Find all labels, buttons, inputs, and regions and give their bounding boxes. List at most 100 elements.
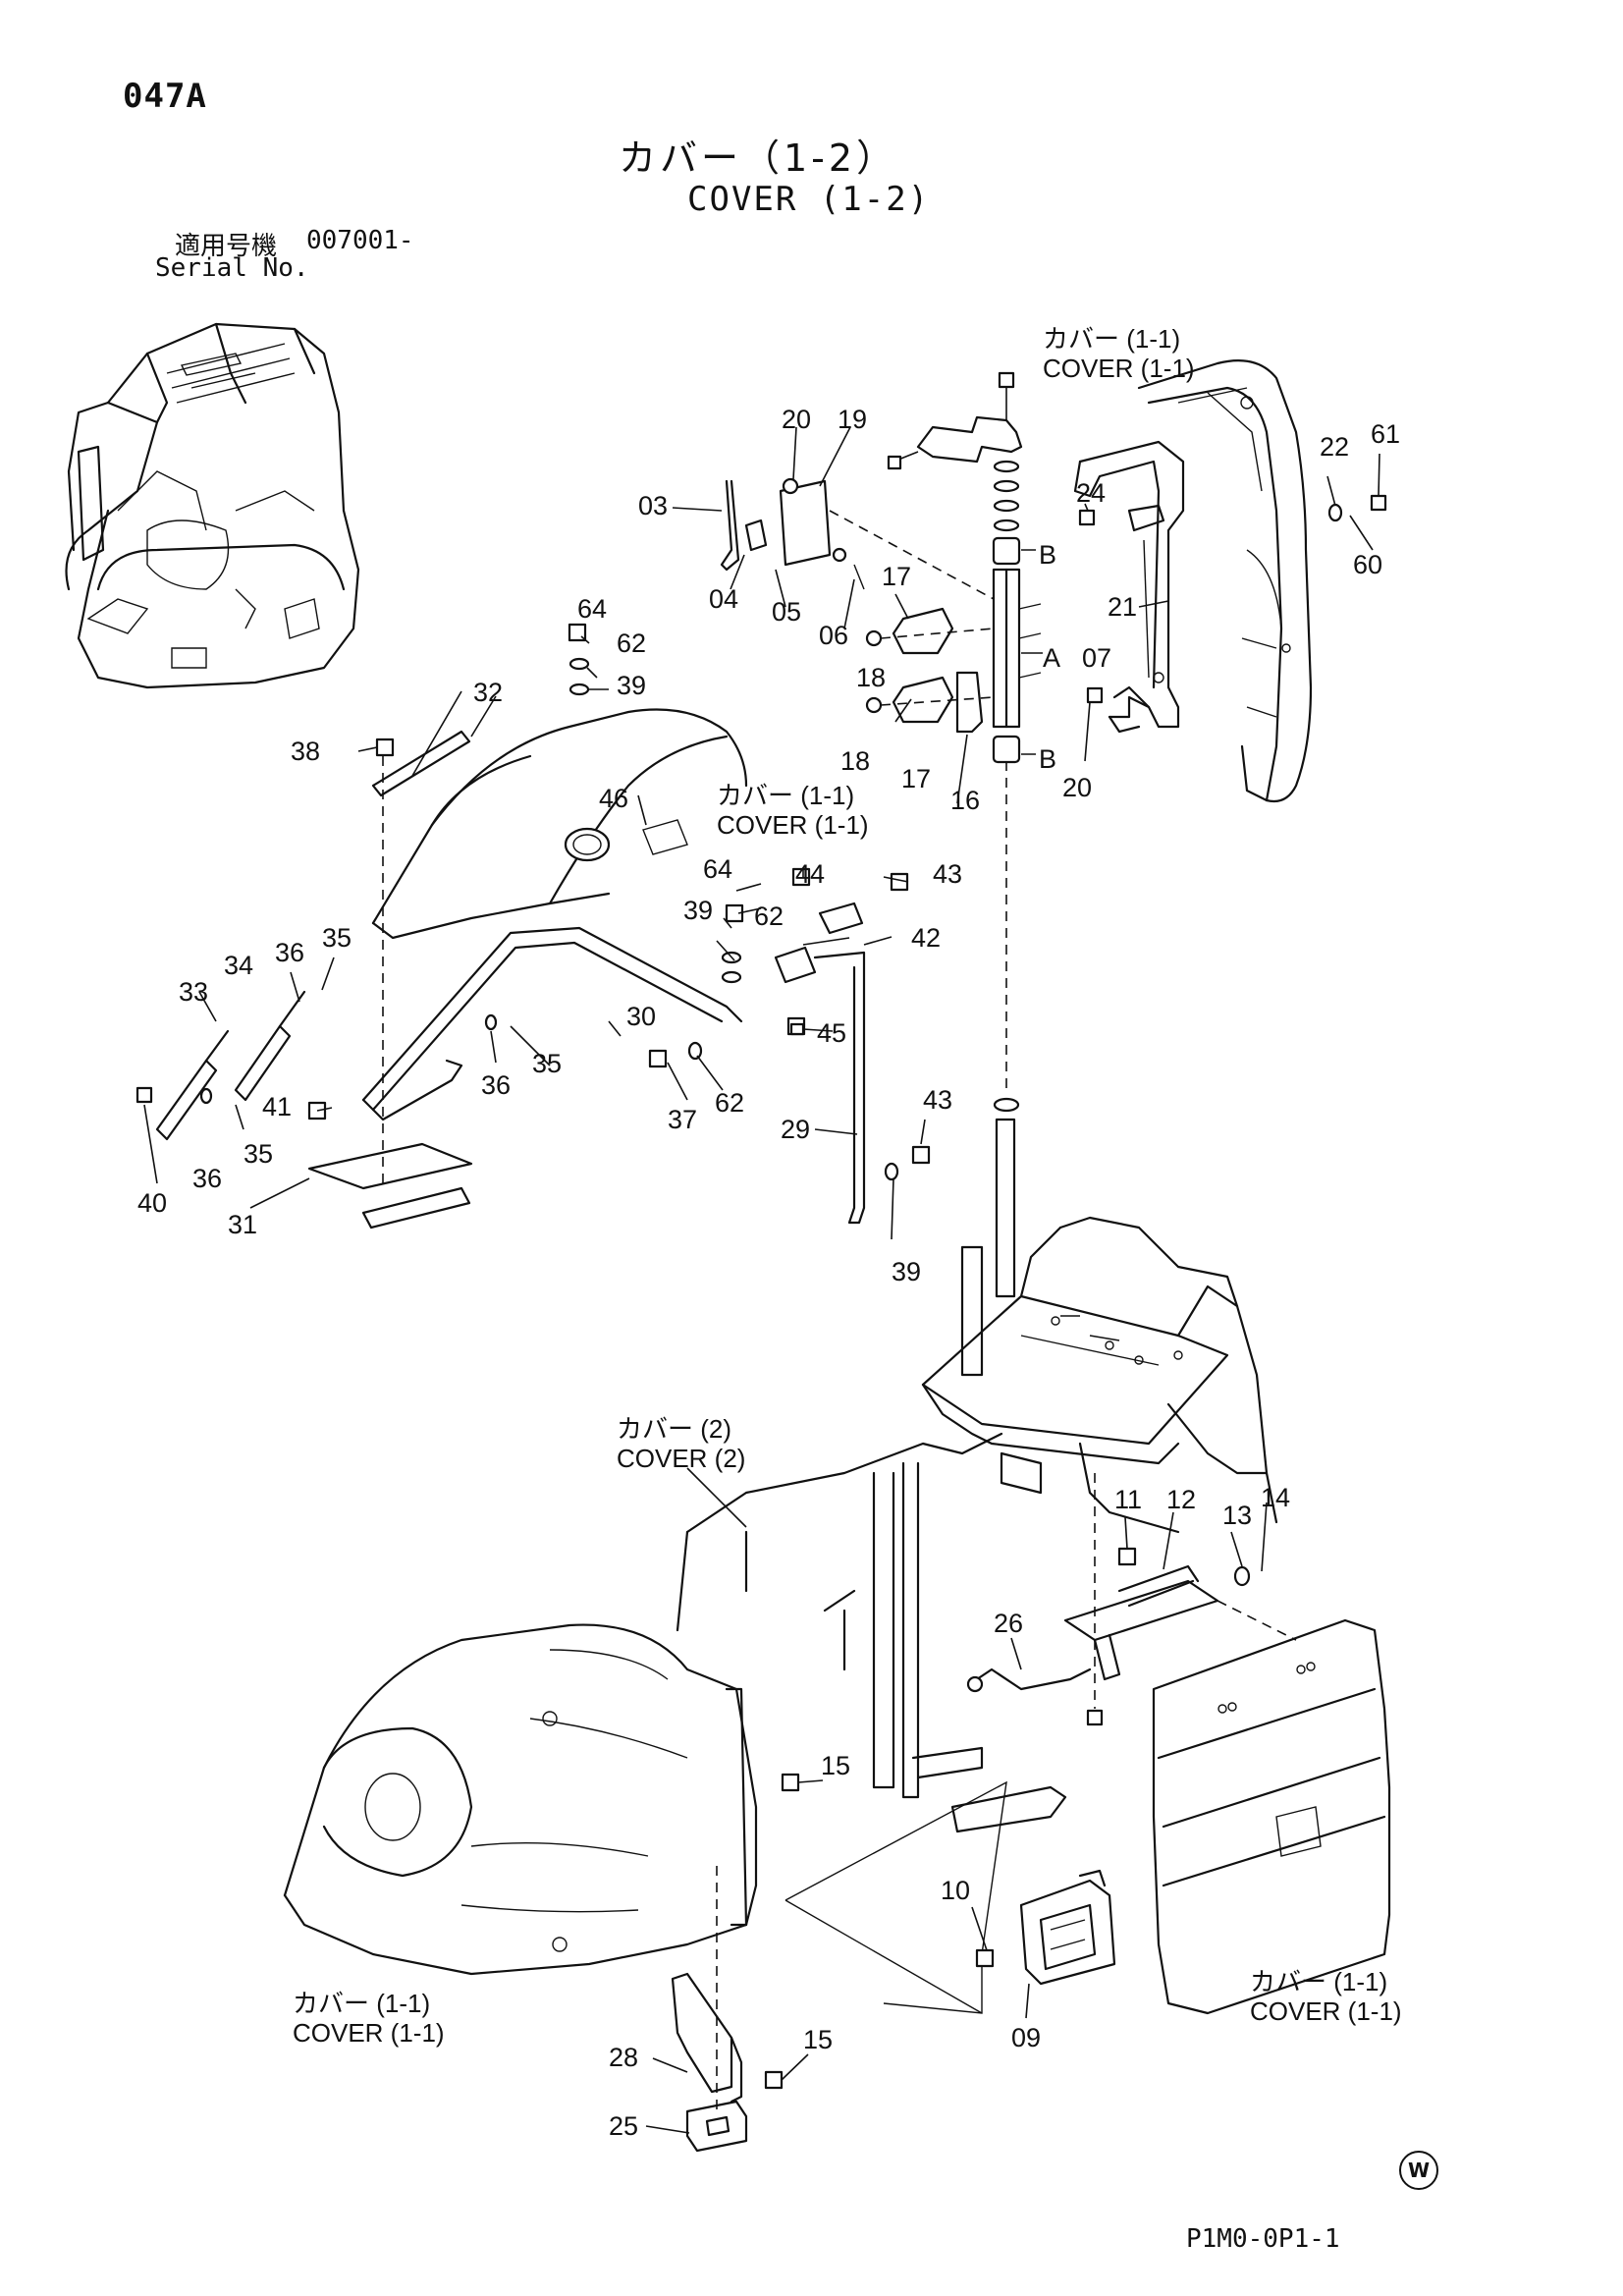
callout-label: 62 — [617, 629, 647, 658]
bracket-25 — [685, 1866, 748, 2153]
callout-label: 09 — [1011, 2023, 1042, 2052]
watermark-w-symbol: W — [1399, 2151, 1438, 2190]
callout-label: 15 — [803, 2025, 834, 2054]
leader-lines — [143, 426, 1380, 2134]
callout-label: 36 — [192, 1164, 223, 1193]
callout-label: 34 — [224, 951, 254, 980]
latch-09 — [1019, 1869, 1116, 1986]
callout-label: 64 — [703, 854, 733, 884]
cover-ref-en: COVER (1-1) — [1043, 354, 1195, 383]
cover-ref-bottom-left: カバー (1-1) COVER (1-1) — [293, 1989, 445, 2048]
bracket-19 — [720, 477, 995, 600]
hinge-12 — [1063, 1564, 1297, 1681]
serial-label-jp: 適用号機 — [175, 232, 278, 261]
drawing-code: P1M0-0P1-1 — [1186, 2224, 1340, 2254]
callout-label: 45 — [817, 1018, 847, 1048]
callout-label: 44 — [795, 859, 826, 889]
page-title-jp: カバー（1-2） — [619, 137, 898, 180]
callout-label: 04 — [709, 584, 739, 614]
page-title-en: COVER (1-2) — [687, 180, 931, 219]
excavator-overview-illustration — [65, 322, 360, 689]
cover-ref-en: COVER (1-1) — [717, 810, 869, 840]
cover-ref-cover2: カバー (2) COVER (2) — [617, 1414, 745, 1473]
callout-label: 13 — [1222, 1501, 1253, 1530]
cover-ref-middle: カバー (1-1) COVER (1-1) — [717, 781, 869, 840]
callout-label: 12 — [1166, 1485, 1197, 1514]
callout-label: 10 — [941, 1876, 971, 1905]
cover-ref-en: COVER (1-1) — [1250, 1996, 1402, 2026]
cover-1-1-top-panel — [1137, 359, 1313, 803]
callout-ref-a: A — [1043, 643, 1061, 673]
cover-1-1-bottom-right-panel — [1152, 1618, 1391, 2015]
callout-label: 40 — [137, 1188, 168, 1218]
callout-label: 05 — [772, 597, 802, 627]
callout-label: 62 — [715, 1088, 745, 1118]
callout-label: 31 — [228, 1210, 258, 1239]
callout-label: 19 — [838, 405, 868, 434]
callout-ref-b: B — [1039, 744, 1057, 774]
callout-label: 32 — [473, 678, 504, 707]
callout-label: 39 — [617, 671, 647, 700]
callout-label: 30 — [626, 1002, 657, 1031]
hinge-clamps-17 — [865, 607, 995, 734]
hinge-bracket-21 — [1073, 440, 1185, 734]
callout-label: 26 — [994, 1609, 1024, 1638]
callout-label: 42 — [911, 923, 942, 953]
callout-label: 17 — [882, 562, 912, 591]
callout-label: 43 — [933, 859, 963, 889]
callout-label: 36 — [275, 938, 305, 967]
cover-ref-jp: カバー (1-1) — [1250, 1967, 1388, 1996]
callout-label: 61 — [1371, 419, 1401, 449]
callout-label: 16 — [950, 786, 981, 815]
callout-label: 46 — [599, 784, 629, 813]
latch-mounting-outline — [784, 1780, 1007, 2014]
callout-label: 20 — [1062, 773, 1093, 802]
bolts — [135, 494, 1387, 2090]
callout-label: 62 — [754, 902, 784, 931]
stay-30 — [361, 926, 743, 1121]
callout-label: 28 — [609, 2043, 639, 2072]
cover-ref-jp: カバー (2) — [617, 1414, 732, 1444]
plate-31 — [307, 756, 473, 1230]
cover-ref-jp: カバー (1-1) — [717, 781, 855, 810]
bracket-28 — [671, 1972, 743, 2104]
callout-label: 39 — [892, 1257, 922, 1286]
callout-label: 33 — [179, 977, 209, 1007]
callout-label: 18 — [856, 663, 887, 692]
rod-26 — [966, 1667, 1092, 1693]
callout-label: 35 — [322, 923, 352, 953]
cover-ref-jp: カバー (1-1) — [1043, 324, 1181, 354]
cover-ref-jp: カバー (1-1) — [293, 1989, 431, 2018]
callout-label: 64 — [577, 594, 608, 624]
serial-value: 007001- — [306, 226, 414, 255]
callout-label: 25 — [609, 2111, 639, 2141]
callout-label: 38 — [291, 737, 321, 766]
callout-label: 35 — [532, 1049, 563, 1078]
cover-1-1-bottom-left-panel — [283, 1623, 758, 1976]
cover-ref-en: COVER (2) — [617, 1444, 746, 1473]
gas-spring-34 — [234, 990, 306, 1102]
bar-29 — [774, 902, 866, 1225]
callout-label: 39 — [683, 896, 714, 925]
callout-ref-b: B — [1039, 540, 1057, 570]
hinge-pin-assembly — [992, 536, 1042, 1298]
strip-32 — [371, 730, 471, 797]
callout-label: 15 — [821, 1751, 851, 1780]
callout-label: 35 — [243, 1139, 274, 1169]
callout-label: 22 — [1320, 432, 1350, 462]
callout-label: 37 — [668, 1105, 698, 1134]
page-code: 047A — [123, 77, 207, 116]
serial-label-en: Serial No. — [155, 253, 309, 283]
callout-label: 14 — [1261, 1483, 1291, 1512]
callout-label: 11 — [1114, 1485, 1143, 1514]
upper-frame — [676, 1216, 1278, 1833]
callout-label: 43 — [923, 1085, 953, 1115]
callout-label: 07 — [1082, 643, 1112, 673]
washer-stack — [887, 371, 1023, 532]
cover-ref-top-right: カバー (1-1) COVER (1-1) — [1043, 324, 1195, 383]
callout-label: 18 — [840, 746, 871, 776]
cover-ref-en: COVER (1-1) — [293, 2018, 445, 2048]
callout-label: 21 — [1108, 592, 1138, 622]
callout-label: 41 — [262, 1092, 293, 1121]
cover-ref-bottom-right: カバー (1-1) COVER (1-1) — [1250, 1967, 1402, 2026]
